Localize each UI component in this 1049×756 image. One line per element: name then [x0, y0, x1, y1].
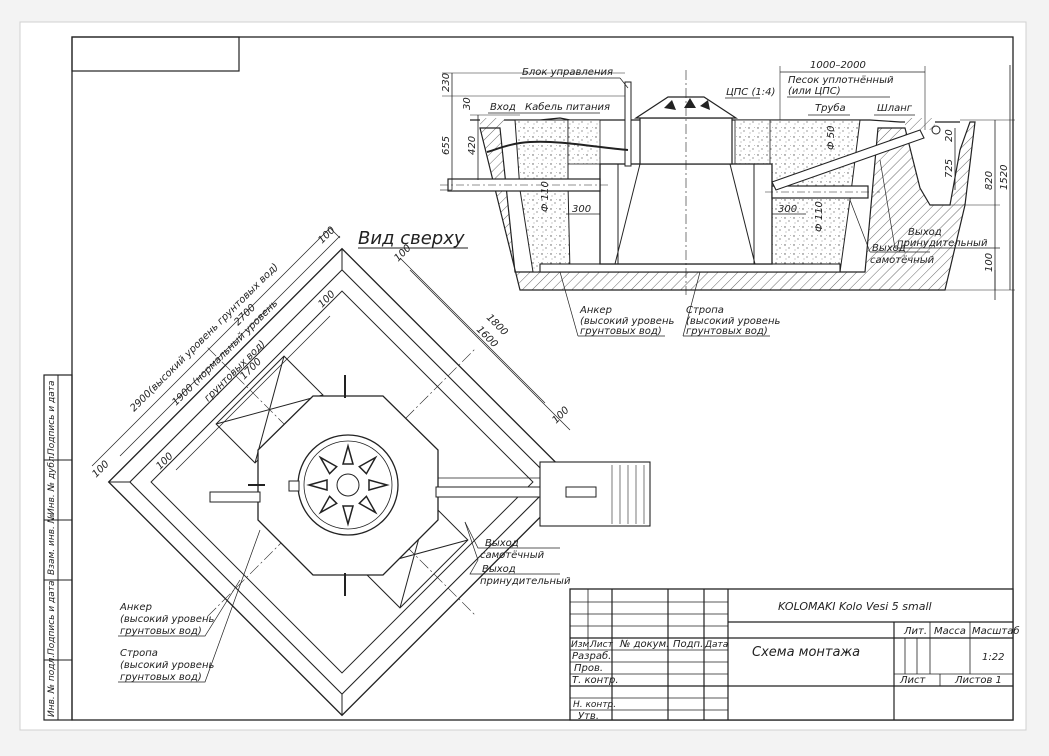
title-sheets: Листов 1 — [954, 675, 1002, 686]
dim-725: 725 — [944, 159, 955, 178]
dim-420: 420 — [467, 136, 478, 155]
label-sling-1: Стропа — [686, 305, 724, 316]
dim-230: 230 — [441, 73, 452, 92]
plan-sling-1: Стропа — [120, 648, 158, 659]
label-pipe: Труба — [815, 102, 846, 114]
cps-right — [734, 119, 771, 165]
side-stamp-cell-1: Подпись и дата — [47, 380, 57, 455]
dim-100-bottom: 100 — [984, 253, 995, 272]
top-view: Вид сверху — [90, 225, 651, 717]
side-stamp-cell-4: Подпись и дата — [47, 580, 57, 655]
dim-655: 655 — [441, 136, 452, 155]
label-gravity-outlet-1: Выход — [872, 243, 906, 254]
title-nkontr: Н. контр. — [573, 700, 616, 710]
title-masshtab: Масштаб — [972, 625, 1020, 637]
section-view: Блок управления Вход Кабель питания ЦПС … — [440, 60, 1015, 337]
power-cable — [486, 140, 629, 153]
side-stamp: Подпись и дата Инв. № дубл. Взам. инв. №… — [43, 374, 73, 721]
dim-300-left: 300 — [572, 204, 591, 215]
plan-gravity-outlet-1: Выход — [485, 538, 519, 549]
side-stamp-cell-5: Инв. № подл. — [47, 655, 57, 717]
control-unit — [624, 81, 632, 167]
forced-outlet-pipe — [771, 129, 925, 191]
title-col-docnum: № докум. — [619, 639, 669, 650]
label-inlet: Вход — [490, 102, 516, 113]
label-anchor-1: Анкер — [579, 305, 612, 316]
title-prov: Пров. — [574, 663, 603, 674]
dim-phi110-left: Ф 110 — [540, 181, 551, 212]
plan-sling-2: (высокий уровень — [120, 660, 214, 671]
dim-1000-2000: 1000–2000 — [810, 60, 866, 71]
label-sling-2: (высокий уровень — [686, 316, 780, 327]
plan-forced-outlet-2: принудительный — [480, 576, 571, 587]
title-col-izm: Изм. — [571, 640, 592, 650]
plan-anchor-1: Анкер — [119, 602, 152, 613]
title-block: KOLOMAKI Kolo Vesi 5 small Схема монтажа… — [569, 588, 1020, 722]
plan-anchor-2: (высокий уровень — [120, 614, 214, 625]
title-razrab: Разраб. — [572, 650, 611, 662]
label-control-unit: Блок управления — [522, 67, 613, 78]
dim-820: 820 — [984, 171, 995, 190]
title-scale: 1:22 — [982, 652, 1004, 663]
label-sand-1: Песок уплотнённый — [788, 75, 894, 86]
dim-30: 30 — [462, 97, 473, 110]
label-gravity-outlet-2: самотёчный — [870, 255, 935, 266]
dim-1520: 1520 — [999, 165, 1010, 190]
label-sand-2: (или ЦПС) — [788, 86, 841, 97]
lid-slots — [306, 443, 390, 527]
label-power-cable: Кабель питания — [525, 101, 610, 113]
title-lit: Лит. — [903, 626, 927, 637]
dim-phi110-right: Ф 110 — [814, 201, 825, 232]
title-col-list: Лист — [589, 640, 614, 650]
base-slab — [539, 263, 841, 273]
label-forced-outlet-1: Выход — [908, 227, 942, 238]
dim-300-right: 300 — [778, 204, 797, 215]
title-utv: Утв. — [578, 711, 599, 722]
side-stamp-cell-3: Взам. инв. № — [47, 514, 57, 575]
label-cps: ЦПС (1:4) — [726, 87, 775, 98]
plan-forced-outlet-1: Выход — [482, 564, 516, 575]
plan-gravity-outlet-2: самотёчный — [480, 550, 545, 561]
inlet-pipe-plan — [209, 491, 261, 503]
title-sheet: Лист — [899, 675, 927, 686]
top-left-stamp-box — [71, 36, 240, 72]
title-product: KOLOMAKI Kolo Vesi 5 small — [778, 600, 932, 613]
title-drawing: Схема монтажа — [752, 645, 860, 660]
label-sling-3: грунтовых вод) — [686, 326, 768, 337]
side-stamp-cell-2: Инв. № дубл. — [47, 453, 57, 515]
title-col-sign: Подп. — [673, 639, 703, 650]
label-hose: Шланг — [877, 103, 913, 114]
dim-20: 20 — [944, 129, 955, 142]
title-col-date: Дата — [704, 640, 728, 650]
label-anchor-3: грунтовых вод) — [580, 326, 662, 337]
dim-phi50: Ф 50 — [826, 125, 837, 150]
title-tkontr: Т. контр. — [572, 675, 619, 686]
plan-sling-3: грунтовых вод) — [120, 672, 202, 683]
plan-anchor-3: грунтовых вод) — [120, 626, 202, 637]
label-forced-outlet-2: принудительный — [897, 238, 988, 249]
cps-left — [567, 119, 601, 165]
title-massa: Масса — [934, 626, 966, 637]
top-view-title: Вид сверху — [358, 228, 465, 249]
label-anchor-2: (высокий уровень — [580, 316, 674, 327]
